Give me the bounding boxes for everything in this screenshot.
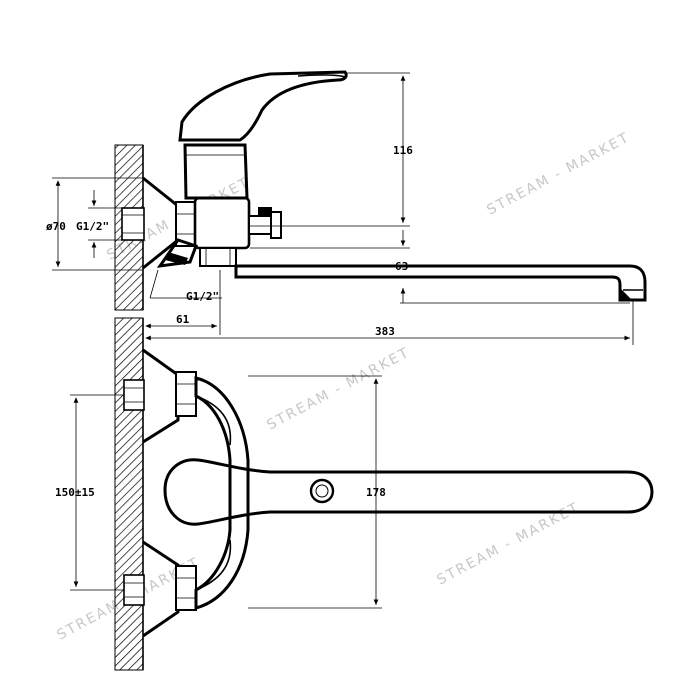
hex-nut-plan-upper xyxy=(175,371,197,417)
dim-150-label: 150±15 xyxy=(55,486,95,499)
thread-lower-label: G1/2" xyxy=(186,290,219,303)
dim-383-label: 383 xyxy=(375,325,395,338)
lever-handle-plan xyxy=(163,458,654,526)
dim-178-label: 178 xyxy=(366,486,386,499)
dim-63-label: 63 xyxy=(395,260,408,273)
thread-upper-label: G1/2" xyxy=(76,220,109,233)
wall-lower xyxy=(114,317,144,671)
plan-view: 178 150±15 xyxy=(55,317,654,671)
lever-handle-side xyxy=(178,70,348,142)
mixer-body xyxy=(193,196,251,250)
watermark-2: STREAM - MARKET xyxy=(264,344,412,433)
dim-116-label: 116 xyxy=(393,144,413,157)
spout xyxy=(234,264,647,302)
dim-61-label: 61 xyxy=(176,313,190,326)
side-view: 116 63 ø70 G1/2" G1/2" 61 383 xyxy=(46,70,647,345)
mixer-body-plan xyxy=(194,376,250,610)
dim-diameter-label: ø70 xyxy=(46,220,66,233)
watermark-1: STREAM - MARKET xyxy=(484,129,632,218)
hex-nut-plan-lower xyxy=(175,565,197,611)
